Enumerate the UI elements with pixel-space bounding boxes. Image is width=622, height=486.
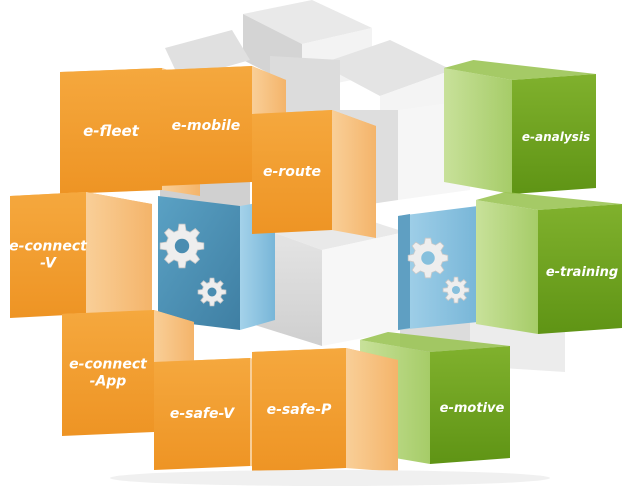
module-label-e-connect-app: e-connect-App: [69, 357, 148, 390]
module-label-e-safe-p: e-safe-P: [267, 402, 332, 418]
module-block-e-safe-p: e-safe-P: [252, 348, 398, 472]
module-label-e-route: e-route: [263, 164, 321, 180]
gear-icon: [407, 237, 449, 279]
module-block-e-analysis: e-analysis: [444, 60, 596, 194]
module-label-e-fleet: e-fleet: [83, 122, 140, 140]
module-block-e-connect-v: e-connect-V: [9, 192, 152, 318]
gear-icon: [197, 277, 227, 307]
module-label-e-training: e-training: [546, 265, 618, 280]
module-label-e-safe-v: e-safe-V: [170, 406, 235, 422]
module-label-e-analysis: e-analysis: [522, 130, 590, 144]
floor-shadow: [110, 470, 550, 486]
gear-icon: [159, 223, 205, 269]
module-block-e-route: e-route: [252, 110, 376, 238]
module-label-e-mobile: e-mobile: [172, 118, 241, 134]
gear-icon: [442, 276, 470, 304]
module-label-e-motive: e-motive: [440, 401, 505, 416]
module-blocks: e-analysis e-training e-fleet e-mobile e-con…: [9, 60, 622, 472]
gear-icons: [159, 223, 470, 307]
module-block-e-training: e-training: [476, 192, 622, 334]
module-label-e-connect-v: e-connect-V: [9, 239, 88, 272]
